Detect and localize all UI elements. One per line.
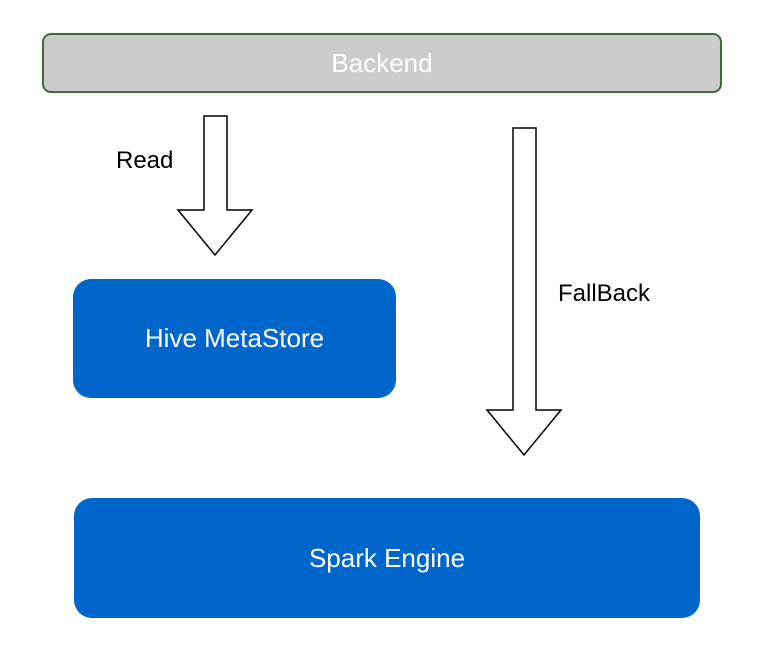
spark-engine-node-label: Spark Engine <box>308 542 466 573</box>
hive-metastore-node-label: Hive MetaStore <box>144 323 325 353</box>
spark-engine-node: Spark Engine <box>74 498 700 618</box>
fallback-edge-label: FallBack <box>558 280 651 307</box>
read-edge-label: Read <box>116 147 174 174</box>
backend-node-label: Backend <box>331 47 433 78</box>
hive-metastore-node: Hive MetaStore <box>73 279 396 398</box>
read-arrow <box>176 115 254 257</box>
fallback-arrow <box>485 127 563 457</box>
backend-node: Backend <box>42 33 722 93</box>
